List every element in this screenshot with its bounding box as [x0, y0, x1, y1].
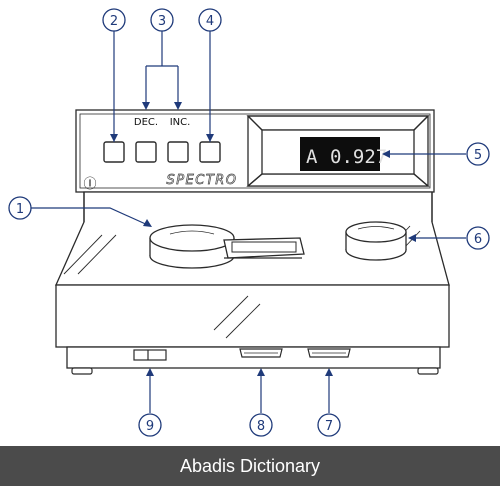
- callout-7: 7: [317, 413, 341, 437]
- reflection-line: [63, 234, 103, 275]
- display-value: 0.927: [330, 146, 387, 168]
- footer-watermark: Abadis Dictionary: [179, 456, 321, 476]
- foot-left: [71, 367, 93, 375]
- callout-4-circle: [198, 8, 222, 32]
- lid-handle-slot: [231, 241, 297, 253]
- wavelength-knob[interactable]: [345, 221, 407, 261]
- callout-8: 8: [249, 413, 273, 437]
- panel-buttons: [103, 141, 221, 163]
- callout-5-label: 5: [474, 148, 482, 163]
- button-2[interactable]: [103, 141, 125, 163]
- callout-6-circle: [466, 226, 490, 250]
- callout-2-label: 2: [110, 14, 118, 29]
- control-panel-inner-frame: [79, 113, 431, 189]
- footer-bar: Abadis Dictionary: [0, 446, 500, 486]
- arrow-2: [110, 134, 118, 142]
- led-display: A 0.927: [300, 137, 387, 171]
- power-switch[interactable]: [133, 349, 167, 361]
- instrument-feet: [71, 367, 439, 375]
- inc-label: INC.: [170, 117, 191, 128]
- display-bezel-bottom: [246, 173, 430, 187]
- arrow-3-inc: [174, 102, 182, 110]
- brand-label: SPECTRO: [166, 173, 237, 188]
- callout-3: 3: [150, 8, 174, 32]
- callout-5-circle: [466, 142, 490, 166]
- callout-1-label: 1: [16, 202, 24, 217]
- display-mode: A: [306, 146, 318, 168]
- knob-highlight: [357, 226, 395, 230]
- callout-4-label: 4: [206, 14, 214, 29]
- arrow-1: [143, 219, 152, 227]
- display-bezel-corner: [247, 115, 263, 131]
- inc-button[interactable]: [167, 141, 189, 163]
- arrow-6: [408, 234, 416, 242]
- sample-compartment-lid[interactable]: [149, 224, 235, 252]
- power-icon[interactable]: Ⓘ: [83, 177, 96, 192]
- reflection-line: [225, 303, 261, 339]
- callout-2: 2: [102, 8, 126, 32]
- arrow-7: [325, 368, 333, 376]
- callout-8-circle: [249, 413, 273, 437]
- arrow-4: [206, 134, 214, 142]
- callout-4: 4: [198, 8, 222, 32]
- dec-button[interactable]: [135, 141, 157, 163]
- front-panel: [55, 284, 450, 348]
- callout-9-circle: [138, 413, 162, 437]
- foot-right: [417, 367, 439, 375]
- callout-8-label: 8: [257, 419, 265, 434]
- arrow-5: [382, 150, 390, 158]
- display-bezel-corner: [247, 173, 263, 187]
- instrument-body: [54, 191, 450, 369]
- callout-3-circle: [150, 8, 174, 32]
- callout-9: 9: [138, 413, 162, 437]
- callout-1: 1: [8, 196, 32, 220]
- lid-handle[interactable]: [223, 237, 305, 259]
- dec-label: DEC.: [134, 117, 158, 128]
- callout-7-circle: [317, 413, 341, 437]
- callout-6-label: 6: [474, 232, 482, 247]
- callout-5: 5: [466, 142, 490, 166]
- spectrophotometer-diagram: A 0.927 DEC. INC. Ⓘ SPECTRO: [8, 8, 490, 437]
- leader-arrows: [110, 102, 416, 376]
- lid-highlight: [169, 230, 215, 235]
- leader-lines: [31, 31, 466, 413]
- leader-1: [31, 207, 151, 227]
- callout-2-circle: [102, 8, 126, 32]
- button-4[interactable]: [199, 141, 221, 163]
- callout-1-circle: [8, 196, 32, 220]
- reflection-line: [77, 234, 117, 275]
- arrow-9: [146, 368, 154, 376]
- display-bezel-top: [246, 115, 430, 131]
- callout-7-label: 7: [325, 419, 333, 434]
- front-controls: [133, 348, 351, 361]
- display-screen: [300, 137, 380, 171]
- knob-top[interactable]: [345, 221, 407, 243]
- sample-compartment[interactable]: [149, 224, 305, 269]
- display-bezel-corner: [413, 115, 429, 131]
- callout-6: 6: [466, 226, 490, 250]
- callout-9-label: 9: [146, 419, 154, 434]
- arrow-8: [257, 368, 265, 376]
- display-bezel-corner: [413, 173, 429, 187]
- callout-3-label: 3: [158, 14, 166, 29]
- arrow-3-dec: [142, 102, 150, 110]
- reflection-line: [213, 295, 249, 331]
